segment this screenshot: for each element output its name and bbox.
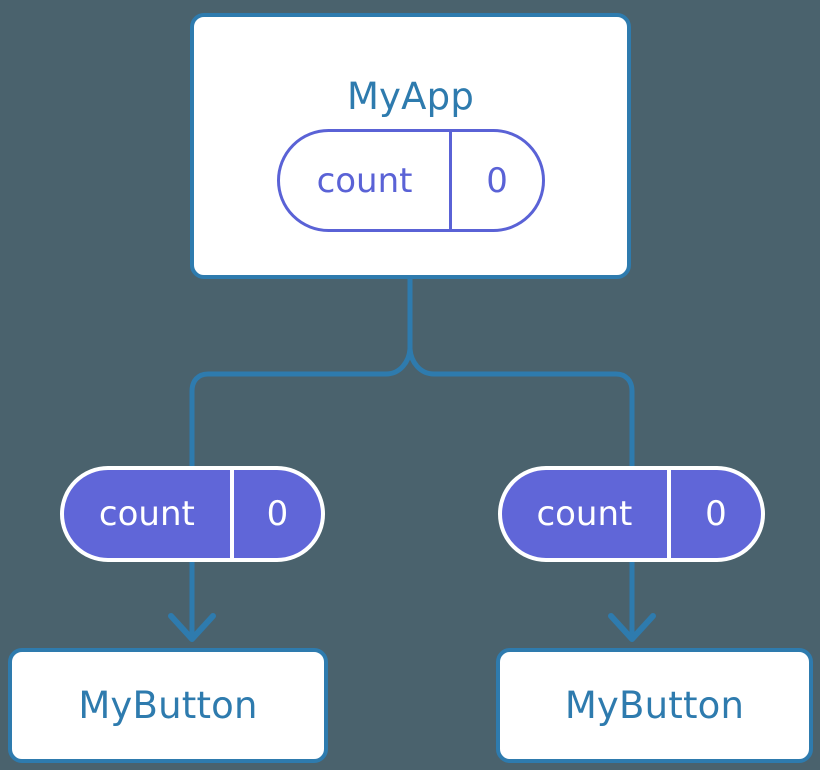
state-pill-value: 0 (486, 160, 508, 201)
component-card-mybutton-left[interactable]: MyButton (8, 648, 328, 763)
state-pill-myapp[interactable]: count 0 (277, 129, 545, 232)
state-pill-key: count (280, 132, 453, 229)
prop-pill-right-key: count (502, 470, 671, 558)
component-title-mybutton-right: MyButton (564, 684, 745, 727)
fork-branch-left (189, 348, 413, 468)
prop-arrow-left-head (168, 613, 216, 642)
prop-pill-left-key: count (64, 470, 234, 558)
fork-branch-right (407, 348, 635, 468)
component-card-mybutton-right[interactable]: MyButton (496, 648, 813, 763)
component-title-myapp: MyApp (346, 75, 475, 118)
prop-arrow-right-head (608, 613, 656, 642)
prop-pill-right[interactable]: count 0 (498, 466, 765, 562)
prop-pill-left-value: 0 (266, 494, 289, 534)
component-title-mybutton-left: MyButton (78, 684, 258, 727)
prop-pill-left[interactable]: count 0 (60, 466, 325, 562)
prop-pill-right-value: 0 (705, 494, 727, 534)
